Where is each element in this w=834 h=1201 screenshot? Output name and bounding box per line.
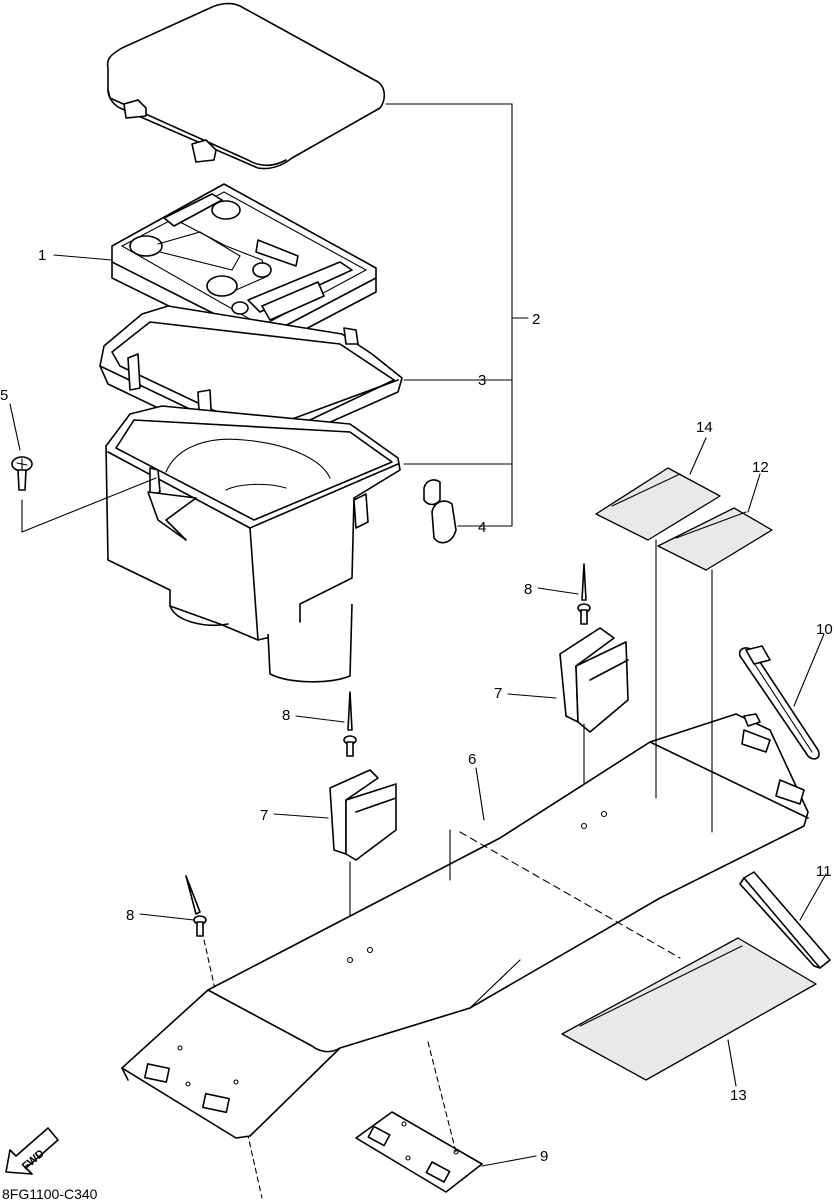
callout-3: 3: [478, 372, 486, 389]
callout-9: 9: [540, 1148, 548, 1165]
callout-8-lower: 8: [126, 907, 134, 924]
callout-12: 12: [752, 459, 769, 476]
sheet-part-12: [657, 507, 773, 571]
callout-labels: 1 2 3 4 5 6 7 7 8 8 8 9 10 11 12 13 14: [0, 247, 833, 1165]
sheet-part-13: [561, 937, 817, 1081]
rivet-part-8-middle: [343, 691, 357, 957]
strap-part-10: [738, 645, 820, 760]
callout-6: 6: [468, 751, 476, 768]
bracket-part-7-right: [559, 627, 629, 733]
callout-11: 11: [816, 863, 832, 880]
base-plate: [121, 539, 809, 1139]
callout-4: 4: [478, 519, 486, 536]
sheet-part-14: [595, 467, 721, 541]
bracket-part-7-left: [329, 769, 397, 861]
leader-lines: [9, 103, 827, 1167]
screw-part-5: [11, 456, 157, 533]
callout-5: 5: [0, 387, 8, 404]
rivet-part-8-lower: [185, 875, 263, 1199]
toolbox-lid: [106, 2, 386, 170]
fwd-arrow-icon: FWD: [5, 1127, 59, 1175]
callout-7-left: 7: [260, 807, 268, 824]
callout-2: 2: [532, 311, 540, 328]
diagram-code: 8FG1100-C340: [2, 1186, 98, 1201]
toolbox-case: [105, 405, 401, 683]
callout-1: 1: [38, 247, 46, 264]
callout-10: 10: [816, 621, 833, 638]
small-plate-part-9: [355, 1041, 483, 1193]
callout-7-right: 7: [494, 685, 502, 702]
callout-8-upper: 8: [524, 581, 532, 598]
clip-part-4: [423, 479, 457, 544]
callout-8-middle: 8: [282, 707, 290, 724]
callout-13: 13: [730, 1087, 747, 1104]
rubber-strip-part-11: [739, 871, 831, 969]
callout-14: 14: [696, 419, 713, 436]
